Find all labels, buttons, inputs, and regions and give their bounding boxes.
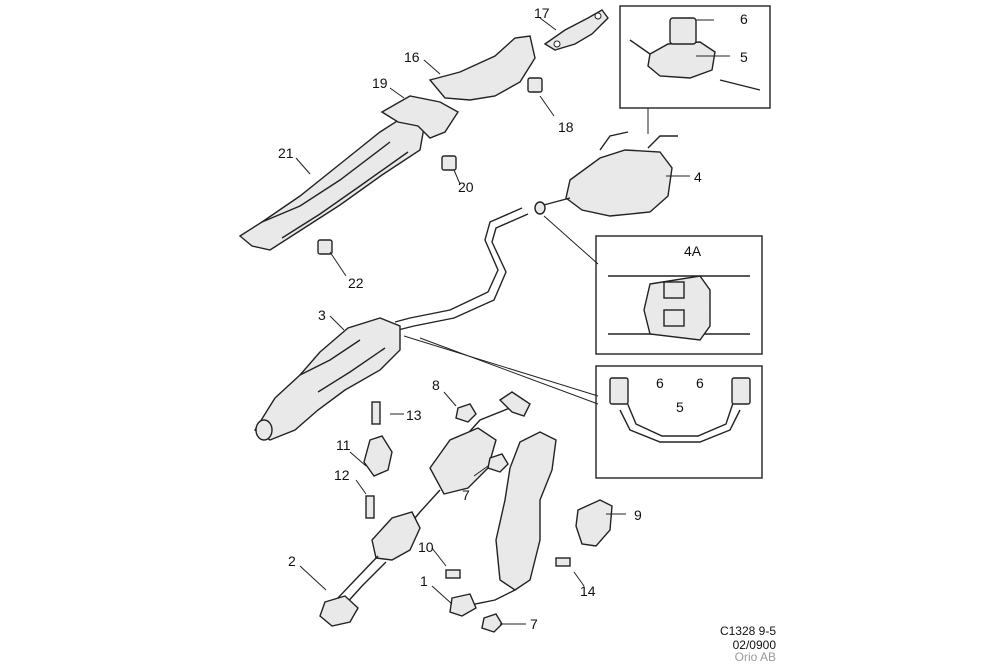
callout-16: 16 xyxy=(404,49,420,65)
detail-box-hangers xyxy=(595,365,763,479)
callout-21: 21 xyxy=(278,145,294,161)
callout-17: 17 xyxy=(534,5,550,21)
callout-20: 20 xyxy=(458,179,474,195)
clamp xyxy=(363,435,393,477)
callout-22: 22 xyxy=(348,275,364,291)
callout-5-inset-top: 5 xyxy=(740,49,748,65)
callout-6-inset-top: 6 xyxy=(740,11,748,27)
bolt xyxy=(445,569,461,579)
nut xyxy=(455,403,477,423)
mounting-bracket xyxy=(543,9,609,51)
heat-shield-front xyxy=(238,115,426,251)
callout-1: 1 xyxy=(420,573,428,589)
front-pipe-with-catalyst xyxy=(319,391,531,627)
detail-box-pipe-clamp xyxy=(595,235,763,355)
callout-4a: 4A xyxy=(684,243,702,259)
callout-12: 12 xyxy=(334,467,350,483)
callout-6-inset-left: 6 xyxy=(656,375,664,391)
rear-silencer xyxy=(534,131,678,217)
manifold-catalyst xyxy=(449,431,557,617)
callout-14: 14 xyxy=(580,583,596,599)
callout-19: 19 xyxy=(372,75,388,91)
callout-labels: 17 16 18 19 21 20 22 6 5 4 4A 3 6 6 5 8 … xyxy=(278,5,748,632)
callout-11: 11 xyxy=(336,437,351,453)
drawing-credit: Orio AB xyxy=(734,650,776,664)
bolt xyxy=(371,401,381,425)
nut xyxy=(487,453,509,473)
callout-3: 3 xyxy=(318,307,326,323)
callout-18: 18 xyxy=(558,119,574,135)
callout-4: 4 xyxy=(694,169,702,185)
bolt xyxy=(365,495,375,519)
callout-5-inset-bottom: 5 xyxy=(676,399,684,415)
callout-6-inset-right: 6 xyxy=(696,375,704,391)
heat-shield-bracket xyxy=(380,95,459,139)
callout-2: 2 xyxy=(288,553,296,569)
callout-7-lower: 7 xyxy=(530,616,538,632)
catalyst-bracket xyxy=(575,499,613,547)
nut xyxy=(481,613,503,633)
rubber-mount xyxy=(441,155,457,171)
intermediate-pipe-with-silencer xyxy=(254,207,529,441)
rubber-mount xyxy=(317,239,333,255)
leader-lines xyxy=(295,17,730,625)
callout-8: 8 xyxy=(432,377,440,393)
callout-13: 13 xyxy=(406,407,422,423)
callout-7-upper: 7 xyxy=(462,487,470,503)
drawing-date: 02/0900 xyxy=(732,638,776,652)
callout-10: 10 xyxy=(418,539,434,555)
callout-9: 9 xyxy=(634,507,642,523)
rubber-mount xyxy=(527,77,543,93)
bolt xyxy=(555,557,571,567)
detail-box-rear-mount xyxy=(619,5,771,109)
drawing-code: C1328 9-5 xyxy=(719,624,776,638)
heat-shield-rear xyxy=(428,35,536,101)
